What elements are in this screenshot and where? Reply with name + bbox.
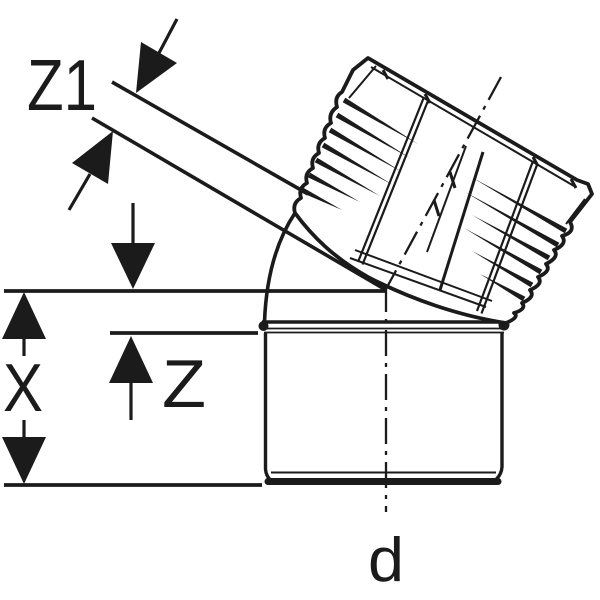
top-edge-notch-4 (569, 178, 578, 189)
z1-extension-line-upper (111, 80, 309, 196)
tail-rib (472, 215, 551, 261)
x-arrow-down-head (2, 437, 46, 484)
z1-arrow-upper-stem (157, 18, 179, 54)
z1-label: Z1 (27, 46, 97, 126)
x-label: X (3, 350, 43, 426)
dimension-z1: Z1 (27, 18, 387, 292)
socket-right-wall (495, 333, 504, 481)
z1-arrow-lower-stem (67, 173, 92, 211)
z-arrow-down-head (111, 243, 155, 289)
tail-rib-group (464, 178, 568, 302)
centerlines (384, 76, 503, 512)
spigot-axis-centerline (384, 76, 503, 290)
bend-left-wall-arc (262, 212, 297, 323)
division-line-1b (361, 99, 430, 265)
division-line-mid-b (438, 151, 485, 291)
mouth-rib (335, 112, 410, 158)
body-lower-line-1 (354, 249, 493, 302)
tail-rib (465, 192, 560, 248)
mouth-rib (300, 187, 342, 210)
spigot-body (292, 56, 594, 325)
mold-mark-1 (448, 171, 457, 189)
mouth-rib (328, 127, 402, 172)
z-label: Z (162, 346, 206, 422)
d-label: d (368, 526, 404, 595)
tail-rib (472, 251, 534, 288)
top-edge-notch-3 (531, 156, 540, 167)
spigot-mouth-face-line (348, 65, 377, 99)
division-line-1a (356, 96, 426, 263)
z1-arrow-upper-head (136, 42, 177, 93)
z1-arrow-lower-head (72, 131, 113, 184)
tail-rib (464, 228, 543, 275)
mold-mark-2 (432, 199, 441, 217)
dimension-x: X (2, 289, 386, 487)
mouth-rib (321, 142, 393, 185)
socket-left-wall (263, 333, 272, 482)
division-line-2a (475, 160, 535, 312)
division-line-2b (480, 163, 539, 314)
top-edge-notch-1 (381, 69, 390, 80)
socket-rim-left-bead (258, 321, 269, 331)
mouth-rib (307, 172, 360, 202)
body-lower-line-2 (349, 257, 487, 308)
tail-rib (480, 274, 526, 302)
dimension-z: Z (109, 203, 258, 422)
x-arrow-up-head (2, 292, 46, 339)
z1-extension-line-lower (91, 116, 387, 292)
socket-body (258, 319, 510, 485)
top-edge-notch-2 (423, 93, 432, 104)
spigot-top-inner-line (370, 66, 575, 187)
division-line-mid-a (426, 145, 467, 253)
mouth-rib-group (300, 97, 418, 210)
mouth-rib (314, 157, 380, 196)
mouth-rib (342, 97, 418, 144)
spigot-tail-face-line (565, 198, 586, 225)
z-arrow-up-head (109, 336, 153, 383)
tail-rib (473, 178, 568, 234)
